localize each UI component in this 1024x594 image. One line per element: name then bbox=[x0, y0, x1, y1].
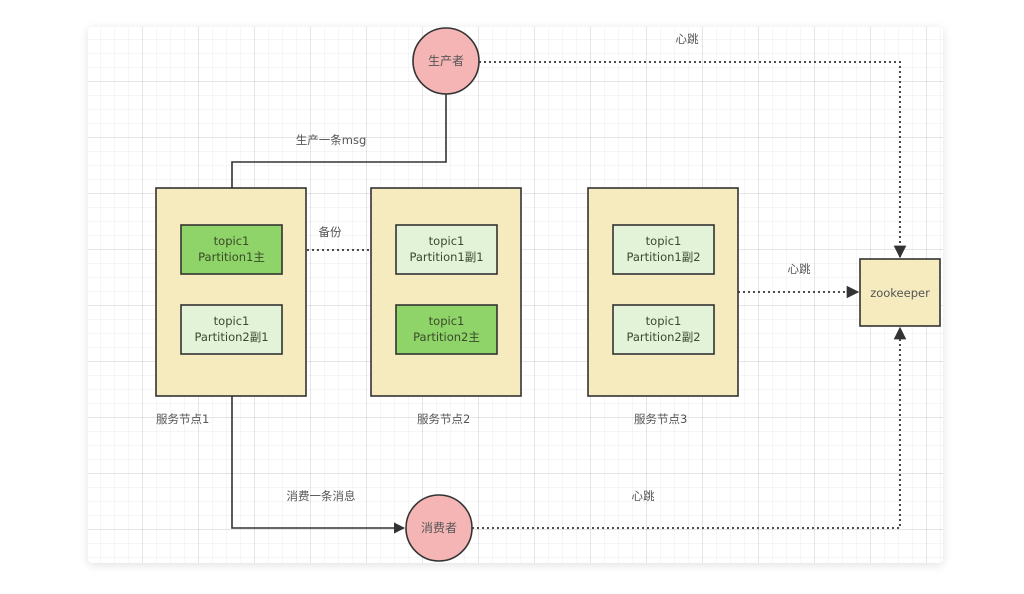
service-node-label: 服务节点2 bbox=[417, 412, 470, 426]
consumer-label: 消费者 bbox=[421, 521, 457, 535]
service-nodes: topic1Partition1主topic1Partition2副1服务节点1… bbox=[155, 187, 739, 426]
partition-name: Partition1副1 bbox=[409, 250, 483, 264]
partition-name: Partition2主 bbox=[413, 330, 480, 344]
producer-node[interactable]: 生产者 bbox=[412, 27, 480, 95]
partition-name: Partition1主 bbox=[198, 250, 265, 264]
zookeeper-box bbox=[859, 258, 941, 327]
service-node-label: 服务节点3 bbox=[634, 412, 687, 426]
partition-name: Partition1副2 bbox=[626, 250, 700, 264]
partition-topic: topic1 bbox=[429, 314, 465, 328]
consumer-node[interactable]: 消费者 bbox=[405, 494, 473, 562]
partition-topic: topic1 bbox=[214, 314, 250, 328]
partition-topic: topic1 bbox=[429, 234, 465, 248]
node-heartbeat-label: 心跳 bbox=[788, 262, 811, 276]
produce-edge-label: 生产一条msg bbox=[296, 133, 367, 147]
leader-partition-rect bbox=[180, 224, 283, 275]
partition-name: Partition2副2 bbox=[626, 330, 700, 344]
consumer-heartbeat-label: 心跳 bbox=[632, 489, 655, 503]
service-node-3[interactable]: topic1Partition1副2topic1Partition2副2服务节点… bbox=[587, 187, 739, 426]
replica-partition-rect bbox=[612, 224, 715, 275]
service-node-box bbox=[155, 187, 307, 397]
service-node-label: 服务节点1 bbox=[156, 412, 209, 426]
partition-topic: topic1 bbox=[214, 234, 250, 248]
replica-partition-rect bbox=[612, 304, 715, 355]
zookeeper-label: zookeeper bbox=[870, 286, 930, 300]
service-node-box bbox=[370, 187, 522, 397]
zookeeper-node[interactable]: zookeeper bbox=[859, 258, 941, 327]
partition-name: Partition2副1 bbox=[194, 330, 268, 344]
leader-partition-rect bbox=[395, 304, 498, 355]
producer-label: 生产者 bbox=[428, 54, 464, 68]
producer-heartbeat-label: 心跳 bbox=[676, 32, 699, 46]
replica-partition-rect bbox=[180, 304, 283, 355]
consume-edge-label: 消费一条消息 bbox=[287, 489, 356, 503]
consumer-circle bbox=[405, 494, 473, 562]
replica-partition-rect bbox=[395, 224, 498, 275]
partition-topic: topic1 bbox=[646, 314, 682, 328]
consume-edge bbox=[231, 396, 406, 534]
producer-heartbeat-edge bbox=[479, 61, 907, 259]
consumer-heartbeat-edge bbox=[472, 326, 907, 529]
backup-edge-label: 备份 bbox=[319, 225, 342, 239]
partition-topic: topic1 bbox=[646, 234, 682, 248]
service-node-box bbox=[587, 187, 739, 397]
producer-circle bbox=[412, 27, 480, 95]
